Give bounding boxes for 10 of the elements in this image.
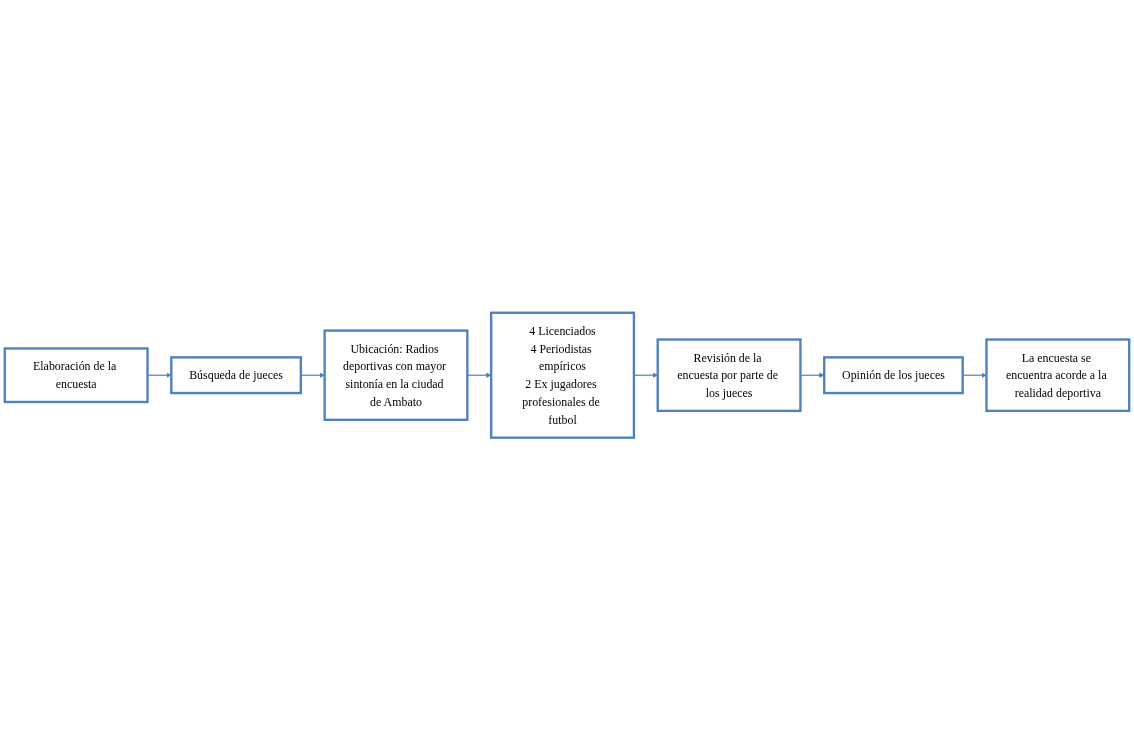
arrow [633,372,658,379]
node-box: 4 Licenciados 4 Periodistas empíricos 2 Ex jugadores profesionales de futbol [489,311,636,440]
node-box: Ubicación: Radios deportivas con mayor sintonía en la ciudad de Ambato [323,329,469,422]
node-box: Elaboración de la encuesta [3,347,149,404]
arrow [962,372,987,379]
arrow [300,372,325,379]
node-box: Búsqueda de jueces [170,356,302,395]
node-box: Revisión de la encuesta por parte de los jueces [656,338,802,413]
node-box: Opinión de los jueces [823,356,964,395]
node-box: La encuesta se encuentra acorde a la realidad deportiva [985,338,1131,413]
